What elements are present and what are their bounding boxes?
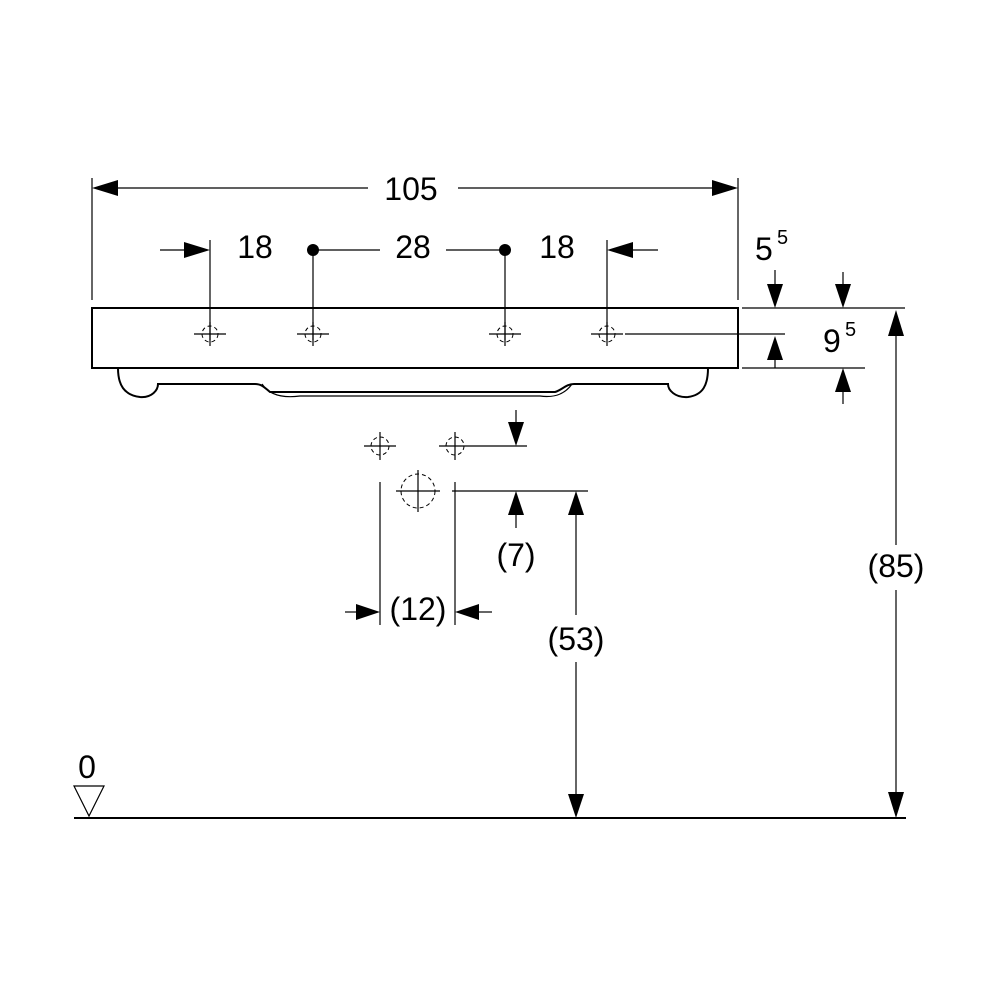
crosshair-marker <box>439 432 527 460</box>
basin-outline <box>91 307 739 399</box>
top-offset-superscript: 5 <box>777 227 788 249</box>
waste-height-label: (53) <box>548 621 605 657</box>
dim-rim-height: (85) <box>868 310 925 818</box>
crosshair-marker <box>194 322 226 346</box>
floor-reference: 0 <box>73 749 906 819</box>
waste-outlet-marker <box>396 470 440 512</box>
arrow-right <box>184 242 210 258</box>
waste-offset-label: (7) <box>496 537 535 573</box>
arrow-down <box>767 284 783 308</box>
arrow-down <box>508 422 524 446</box>
waste-markers <box>364 432 588 512</box>
center-spacing-label: 28 <box>395 229 431 265</box>
right-spacing-label: 18 <box>539 229 575 265</box>
arrow-up <box>508 491 524 515</box>
arrow-down <box>835 284 851 308</box>
dim-waste-height: (53) <box>548 491 605 818</box>
rim-height-label: (85) <box>868 548 925 584</box>
crosshair-marker <box>591 322 785 346</box>
waste-spacing-label: (12) <box>390 591 447 627</box>
total-width-label: 105 <box>384 171 437 207</box>
arrow-left <box>92 180 118 196</box>
dim-tap-spacing: 18 28 18 <box>160 229 658 340</box>
dim-rim-offsets: 5 5 9 5 <box>742 227 905 404</box>
dim-waste-offset: (7) <box>496 410 536 573</box>
arrow-up <box>888 310 904 336</box>
crosshair-marker <box>489 322 521 346</box>
arrow-up <box>767 336 783 360</box>
arrow-down <box>888 792 904 818</box>
arrow-up <box>835 368 851 392</box>
arrow-up <box>568 491 584 515</box>
thickness-label: 9 <box>823 323 841 359</box>
level-marker <box>73 785 105 818</box>
top-offset-label: 5 <box>755 231 773 267</box>
dim-waste-spacing: (12) <box>345 482 492 627</box>
arrow-down <box>568 794 584 818</box>
dim-total-width: 105 <box>91 171 739 300</box>
thickness-superscript: 5 <box>845 319 856 341</box>
crosshair-marker <box>364 432 396 460</box>
arrow-right <box>356 604 380 620</box>
crosshair-marker <box>297 322 329 346</box>
arrow-left <box>455 604 479 620</box>
floor-label: 0 <box>78 749 96 785</box>
arrow-left <box>607 242 633 258</box>
left-spacing-label: 18 <box>237 229 273 265</box>
arrow-right <box>712 180 738 196</box>
tap-hole-markers <box>194 322 785 346</box>
